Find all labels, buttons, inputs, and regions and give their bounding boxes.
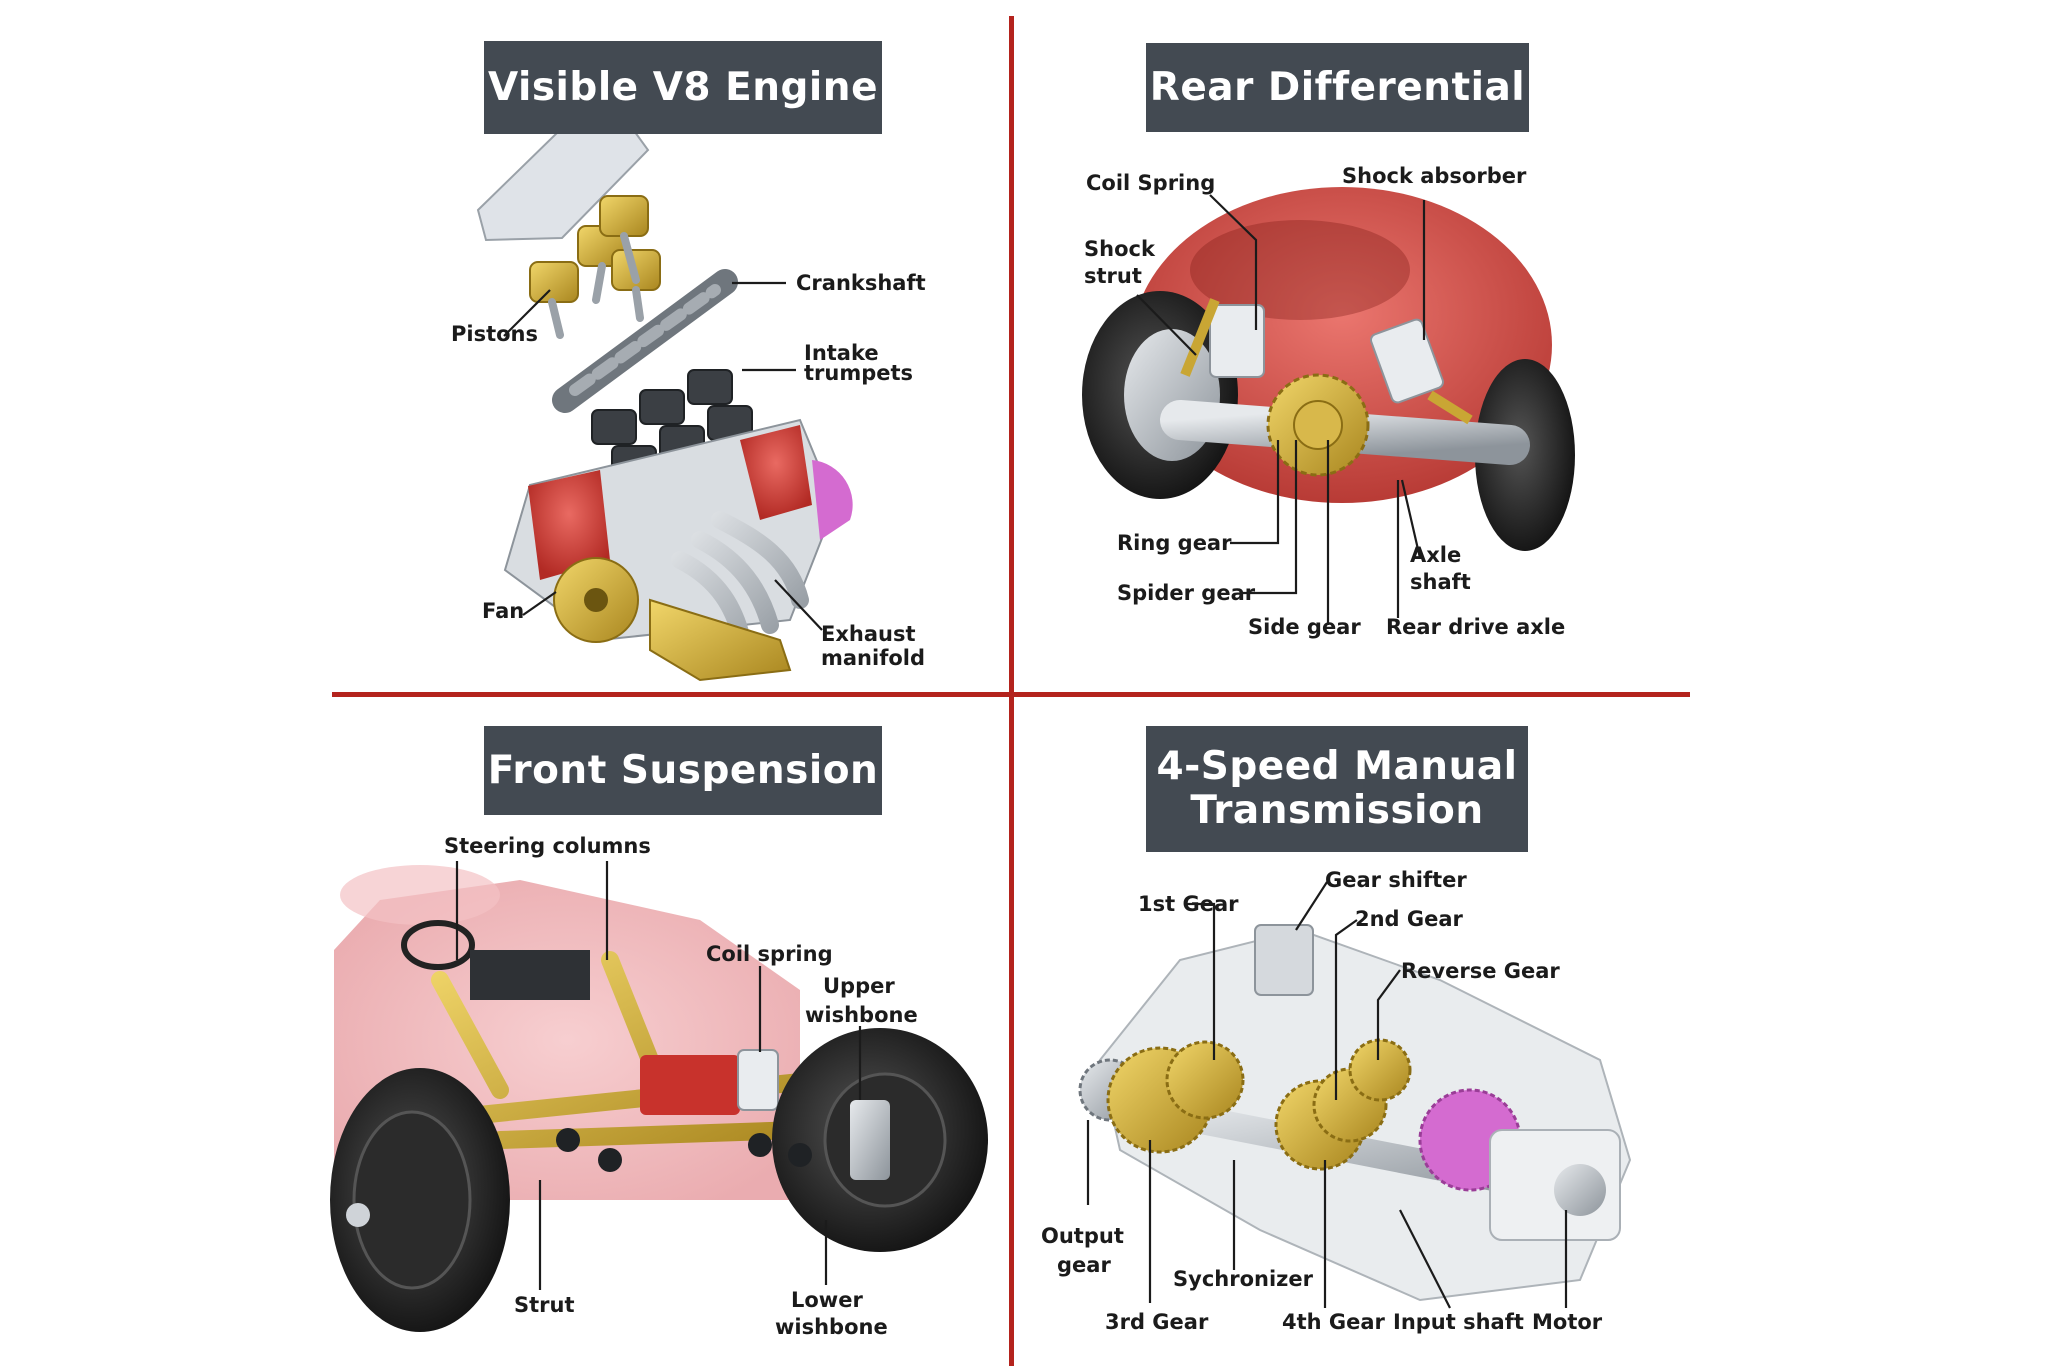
engine-illustration <box>476 126 853 682</box>
label-fan: Fan <box>482 599 525 623</box>
title-front-suspension: Front Suspension <box>484 726 882 815</box>
engine-red-head-right <box>740 425 812 520</box>
title-visible-v8-engine: Visible V8 Engine <box>484 41 882 134</box>
differential-illustration <box>1082 187 1575 625</box>
diff-shock-left <box>1209 304 1265 378</box>
label-strut: Strut <box>514 1293 575 1317</box>
front-dashboard <box>470 950 590 1000</box>
front-coil-spring <box>737 1049 779 1111</box>
engine-red-head-left <box>528 470 610 580</box>
transmission-illustration <box>1078 881 1632 1309</box>
label-sychronizer: Sychronizer <box>1173 1267 1313 1291</box>
label-motor: Motor <box>1532 1310 1603 1334</box>
trans-gear-shifter <box>1254 924 1314 996</box>
front-suspension-illustration <box>330 861 988 1332</box>
label-coil-spring-front: Coil spring <box>706 942 833 966</box>
engine-pink-gear <box>812 460 853 540</box>
vertical-divider <box>1009 16 1014 1366</box>
label-4th-gear: 4th Gear <box>1282 1310 1385 1334</box>
front-red-steering <box>640 1055 740 1115</box>
label-ring-gear: Ring gear <box>1117 531 1232 555</box>
label-coil-spring: Coil Spring <box>1086 171 1216 195</box>
title-rear-differential: Rear Differential <box>1146 43 1529 132</box>
horizontal-divider <box>332 692 1690 697</box>
label-3rd-gear: 3rd Gear <box>1105 1310 1209 1334</box>
engine-pistons <box>529 195 661 339</box>
label-shock-absorber: Shock absorber <box>1342 164 1527 188</box>
label-reverse-gear: Reverse Gear <box>1401 959 1560 983</box>
label-rear-drive-axle: Rear drive axle <box>1386 615 1566 639</box>
label-2nd-gear: 2nd Gear <box>1355 907 1463 931</box>
front-arms <box>421 951 829 1149</box>
engine-oil-pan <box>649 598 792 682</box>
front-steering-wheel <box>401 920 475 970</box>
label-crankshaft: Crankshaft <box>796 271 926 295</box>
label-1st-gear: 1st Gear <box>1138 892 1239 916</box>
diff-shock-right <box>1370 318 1444 404</box>
label-spider-gear: Spider gear <box>1117 581 1256 605</box>
label-gear-shifter: Gear shifter <box>1325 868 1467 892</box>
label-side-gear: Side gear <box>1248 615 1361 639</box>
label-steering-columns: Steering columns <box>444 834 651 858</box>
label-pistons: Pistons <box>451 322 539 346</box>
label-input-shaft: Input shaft <box>1393 1310 1524 1334</box>
